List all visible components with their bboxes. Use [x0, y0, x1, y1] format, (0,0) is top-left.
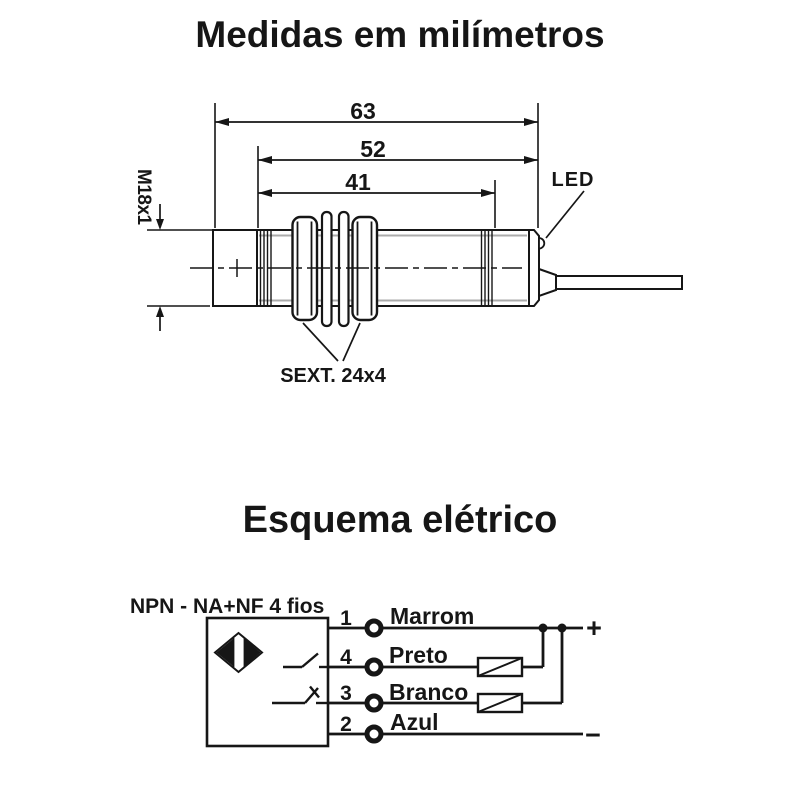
wire-3-number: 3: [340, 682, 352, 705]
wire-3-color: Branco: [389, 679, 468, 705]
dimension-41: 41: [258, 169, 495, 197]
hex-nut-label: SEXT. 24x4: [280, 365, 387, 387]
terminal-4: [364, 657, 384, 677]
cable: [538, 267, 683, 298]
cable-wire: [555, 275, 683, 290]
nf-contact-symbol: [272, 685, 328, 705]
thread-dimension-m18: M18x1: [133, 169, 213, 331]
wire-2-number: 2: [340, 713, 352, 736]
centerline: [190, 259, 522, 277]
wire-1-color: Marrom: [390, 603, 474, 629]
positive-terminal-label: +: [586, 613, 602, 643]
led-leader-line: [545, 190, 585, 239]
dimension-drawing: 63 52 41 M18x1: [133, 98, 683, 387]
sensor-type-label: NPN - NA+NF 4 fios: [130, 595, 324, 618]
dimension-41-value: 41: [345, 169, 371, 195]
led-indicator: LED: [538, 169, 595, 250]
negative-terminal-label: −: [585, 720, 601, 750]
terminal-1: [364, 618, 384, 638]
wire-4-color: Preto: [389, 642, 448, 668]
lock-washer: [337, 210, 350, 328]
wire-brown: 1 Marrom: [328, 603, 583, 638]
thread-size-label: M18x1: [133, 169, 154, 226]
dimension-63-value: 63: [350, 98, 376, 124]
na-contact-symbol: [283, 652, 328, 669]
wire-1-number: 1: [340, 607, 352, 630]
wire-black: 4 Preto: [328, 628, 545, 678]
led-label: LED: [552, 169, 595, 191]
dimension-52: 52: [258, 136, 538, 164]
terminal-3: [364, 693, 384, 713]
wire-white: 3 Branco: [328, 628, 564, 714]
electrical-schematic: NPN - NA+NF 4 fios: [130, 595, 602, 750]
terminal-2: [364, 724, 384, 744]
wire-2-color: Azul: [390, 709, 439, 735]
sensor-rear-cap: [528, 229, 540, 307]
dimensions-title: Medidas em milímetros: [195, 14, 605, 55]
dimension-63: 63: [215, 98, 538, 126]
led-bump: [538, 237, 546, 250]
proximity-sensor-symbol: [213, 631, 264, 674]
lock-washer: [320, 210, 333, 328]
schematic-title: Esquema elétrico: [242, 499, 558, 541]
dimension-52-value: 52: [360, 136, 386, 162]
cable-gland: [538, 267, 557, 298]
wire-4-number: 4: [340, 646, 352, 669]
hex-nut-callout: SEXT. 24x4: [280, 322, 387, 387]
sensor-box: [205, 616, 330, 748]
wire-blue: 2 Azul: [328, 709, 583, 744]
